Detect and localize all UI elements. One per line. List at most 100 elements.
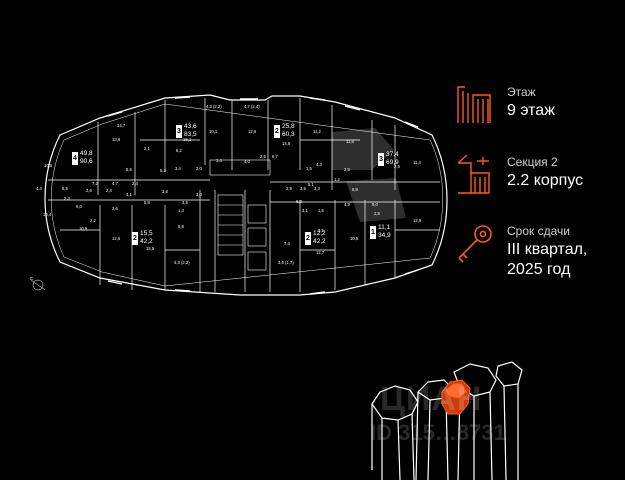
floor-stack-icon xyxy=(457,86,491,123)
room-area-label: 10,4 xyxy=(43,212,52,217)
room-count: 2 xyxy=(132,232,138,245)
section-label: Секция 2 xyxy=(507,155,558,169)
room-area-label: 2,3 xyxy=(64,196,70,201)
room-area-labels: 10,5 1 4,7 13,8 15,1 10,1 12,5 14,6 11,2 11,8 11,4… xyxy=(36,104,422,265)
room-area-label: 5,3 xyxy=(160,168,166,173)
room-area-label: 4,3 (2,2) xyxy=(206,104,222,109)
room-area-label: 12,5 xyxy=(248,129,257,134)
room-area-label: 7,4 xyxy=(284,241,290,246)
room-area-label: 3,9 xyxy=(300,186,306,191)
room-area-label: 6,7 xyxy=(272,154,278,159)
room-area-label: 3,8 xyxy=(162,189,168,194)
total-area: 42,2 xyxy=(140,238,153,245)
room-area-label: 4,3 (2,2) xyxy=(174,260,190,265)
room-area-label: 11,2 xyxy=(313,129,322,134)
room-area-label: 2,4 xyxy=(132,181,138,186)
room-area-label: 2,1 xyxy=(144,146,150,151)
room-area-label: 6,0 xyxy=(76,204,82,209)
total-area: 42,2 xyxy=(313,238,326,245)
room-area-label: 1,3 xyxy=(178,208,184,213)
room-area-label: 3,5 xyxy=(318,228,324,233)
room-area-label: 4,4 xyxy=(36,186,42,191)
total-area: 83,5 xyxy=(184,131,197,138)
total-area: 69,9 xyxy=(386,159,399,166)
room-area-label: 11,4 xyxy=(413,160,422,165)
room-area-label: 14,6 xyxy=(282,141,291,146)
room-area-label: 3,3 xyxy=(314,186,320,191)
total-area: 60,3 xyxy=(282,131,295,138)
room-area-label: 2,9 xyxy=(394,164,400,169)
room-area-label: 12,7 xyxy=(316,250,325,255)
building-section-icon xyxy=(457,154,490,194)
room-area-label: 6,2 xyxy=(296,199,302,204)
room-area-label: 8,2 xyxy=(176,148,182,153)
room-area-label: 4,3 xyxy=(316,162,322,167)
room-area-label: 4,7 (2,4) xyxy=(244,104,260,109)
room-area-label: 2,4 xyxy=(106,188,112,193)
room-area-label: 4,7 xyxy=(112,181,118,186)
room-area-label: 2,9 xyxy=(344,167,350,172)
room-area-label: 12,5 xyxy=(112,236,121,241)
room-area-label: 3,6 (1,7) xyxy=(278,260,294,265)
delivery-label: Срок сдачи xyxy=(507,224,570,238)
room-area-label: 11,8 xyxy=(346,139,355,144)
room-area-label: 2,2 xyxy=(90,218,96,223)
room-area-label: 2,9 xyxy=(286,186,292,191)
room-area-label: 3,0 xyxy=(196,192,202,197)
interior-walls xyxy=(48,98,440,292)
room-area-label: 10,5 xyxy=(44,163,53,168)
living-area: 25,8 xyxy=(282,123,295,130)
floor-value: 9 этаж xyxy=(507,102,555,119)
room-area-label: 1,6 xyxy=(318,208,324,213)
room-area-label: 1,5 xyxy=(306,166,312,171)
room-area-label: 8,6 xyxy=(126,167,132,172)
watermark-id: ID 315…8731 xyxy=(370,420,506,445)
room-count: 3 xyxy=(176,125,182,138)
living-area: 43,6 xyxy=(184,123,197,130)
room-area-label: 10,5 xyxy=(350,236,359,241)
total-area: 34,9 xyxy=(378,232,391,239)
compass-label: С xyxy=(30,276,33,281)
living-area: 37,4 xyxy=(386,151,399,158)
room-count: 4 xyxy=(72,152,78,165)
room-area-label: 5,8 xyxy=(178,224,184,229)
room-area-label: 5,8 xyxy=(144,200,150,205)
room-area-label: 12,9 xyxy=(413,218,422,223)
windows xyxy=(107,96,419,295)
room-area-label: 15,1 xyxy=(183,137,192,142)
room-area-label: 6,9 xyxy=(352,187,358,192)
room-count: 3 xyxy=(378,153,384,166)
watermark-logo: ЦИАН xyxy=(380,380,483,418)
room-area-label: 2,8 xyxy=(374,211,380,216)
building-massing xyxy=(371,361,523,480)
room-area-label: 13,8 xyxy=(112,137,121,142)
section-value: 2.2 корпус xyxy=(507,172,584,189)
room-area-label: 2,6 xyxy=(86,188,92,193)
room-count: 2 xyxy=(305,232,311,245)
room-area-label: 2,6 xyxy=(112,206,118,211)
room-area-label: 10,1 xyxy=(209,129,218,134)
room-area-label: 10,9 xyxy=(79,226,88,231)
room-area-label: 3,4 xyxy=(175,166,181,171)
floor-label: Этаж xyxy=(507,85,536,99)
compass: С xyxy=(30,276,46,291)
room-area-label: 4,0 xyxy=(244,159,250,164)
room-count: 2 xyxy=(274,125,280,138)
selected-section-highlight xyxy=(441,379,471,415)
living-area: 12,2 xyxy=(313,230,326,237)
room-area-label: 15,5 xyxy=(146,246,155,251)
room-area-label: 7,2 xyxy=(92,181,98,186)
delivery-value: III квартал, 2025 год xyxy=(507,241,588,278)
total-area: 90,6 xyxy=(80,158,93,165)
room-area-label: 3,1 xyxy=(302,208,308,213)
room-count: 1 xyxy=(370,226,376,239)
room-area-label: 6,5 xyxy=(62,186,68,191)
stair-core xyxy=(209,159,271,271)
